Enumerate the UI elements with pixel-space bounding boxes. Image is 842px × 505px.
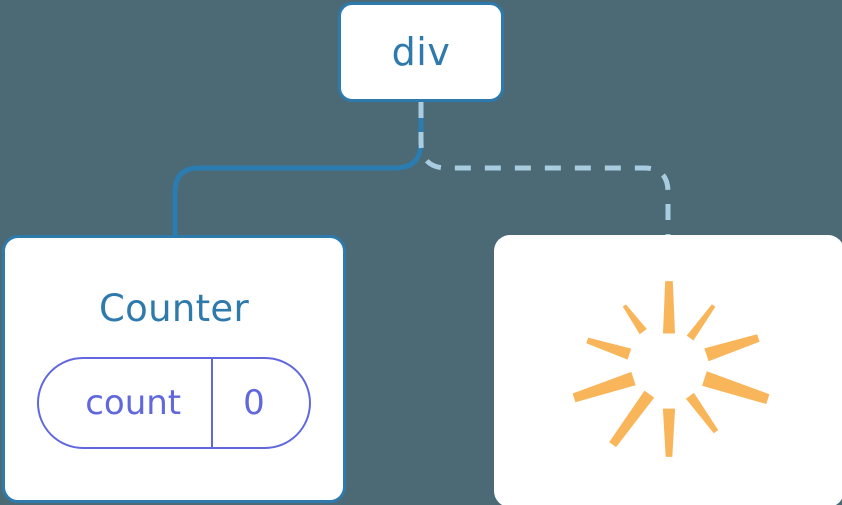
state-pill-count[interactable]: count 0 xyxy=(37,357,311,449)
burst-ray-7 xyxy=(572,371,636,403)
node-counter[interactable]: Counter count 0 xyxy=(2,235,346,503)
burst-ray-0 xyxy=(663,281,675,334)
sparkle-burst-icon xyxy=(572,281,770,457)
state-key-label: count xyxy=(85,383,182,423)
burst-ray-1 xyxy=(686,304,716,341)
node-burst[interactable] xyxy=(494,235,842,505)
burst-ray-8 xyxy=(586,337,632,360)
node-div[interactable]: div xyxy=(338,2,504,102)
burst-ray-group xyxy=(572,281,770,457)
edge-div-to-burst xyxy=(418,102,671,237)
node-counter-title: Counter xyxy=(99,287,249,330)
node-div-title: div xyxy=(391,30,451,74)
burst-ray-6 xyxy=(609,390,655,448)
burst-ray-9 xyxy=(622,304,647,335)
burst-ray-5 xyxy=(662,408,676,457)
burst-ray-2 xyxy=(704,334,760,362)
edge-div-to-counter xyxy=(172,102,424,237)
burst-ray-3 xyxy=(702,371,770,404)
state-value-label: 0 xyxy=(211,359,309,447)
burst-ray-4 xyxy=(685,392,719,434)
